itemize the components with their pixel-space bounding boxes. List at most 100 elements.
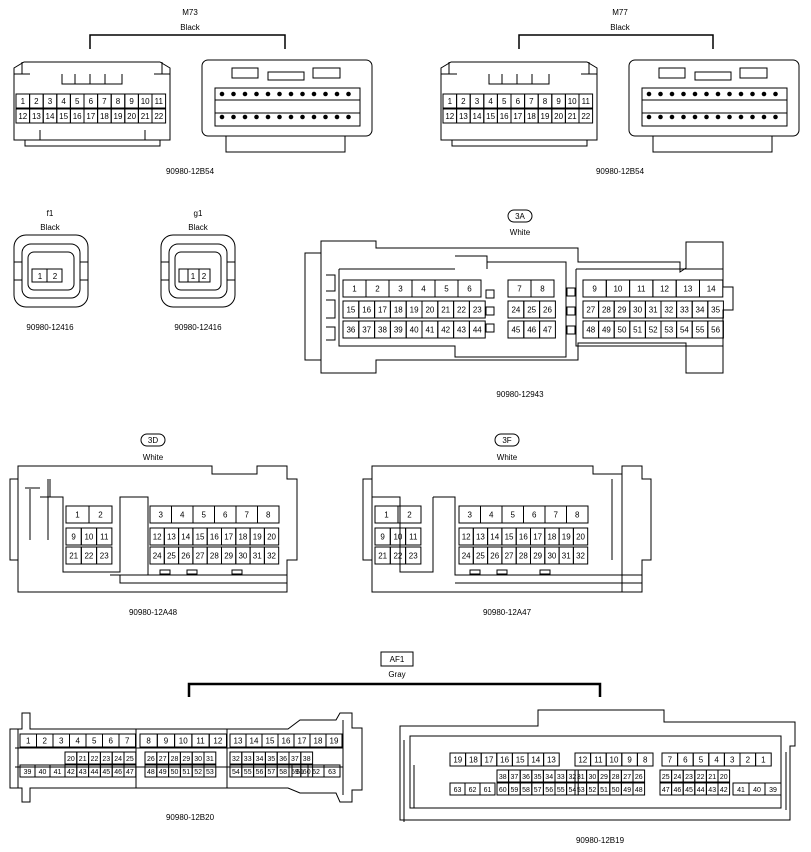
contact-dot (715, 114, 721, 120)
c3a-pin-cell (457, 279, 482, 298)
m73-pin: 9 (129, 97, 134, 106)
af1-left-pin: 36 (279, 756, 287, 763)
g1-code-label: g1 (194, 209, 203, 218)
c3a-pin: 16 (362, 306, 371, 315)
af1-left-part-number: 90980-12B20 (166, 813, 215, 822)
af1-left-pin: 43 (79, 769, 87, 776)
c3a-pin: 25 (527, 306, 536, 315)
contact-dot (346, 91, 351, 97)
af1-right-pin-cell (543, 752, 560, 767)
c3a-pin: 51 (633, 326, 642, 335)
af1-right-pin: 52 (589, 787, 597, 794)
c3a-pin: 27 (586, 306, 595, 315)
af1-left-pin: 53 (206, 769, 214, 776)
m77-pin: 10 (568, 97, 577, 106)
af1-right-pin: 43 (708, 787, 716, 794)
m77-color-label: Black (610, 23, 631, 32)
contact-dot (658, 91, 663, 97)
af1-right-pin: 8 (643, 756, 648, 765)
c3d-pin: 20 (267, 533, 276, 542)
c3a-pin: 23 (473, 306, 482, 315)
af1-right-pin: 42 (720, 787, 728, 794)
af1-left-pin: 12 (213, 737, 222, 746)
af1-code-label: AF1 (390, 655, 405, 664)
m73-pin-cell (151, 108, 167, 124)
c3a-pin: 12 (660, 285, 669, 294)
af1-left-pin: 29 (182, 756, 190, 763)
c3a-pin-cell (707, 300, 724, 319)
f1-pin: 1 (38, 272, 43, 281)
c3f-pin: 21 (378, 552, 387, 561)
af1-right-pin: 10 (610, 756, 619, 765)
af1-left-pin: 27 (159, 756, 167, 763)
c3a-pin: 1 (352, 285, 357, 294)
af1-right-pin: 49 (623, 787, 631, 794)
c3d-pin: 9 (71, 533, 76, 542)
contact-dot (265, 91, 271, 97)
c3f-pin: 24 (462, 552, 471, 561)
c3a-pin: 34 (696, 306, 705, 315)
c3d-code-label: 3D (148, 436, 158, 445)
af1-left-pin: 26 (147, 756, 155, 763)
c3a-pin: 52 (649, 326, 658, 335)
c3d-pin: 12 (153, 533, 162, 542)
af1-left-pin: 51 (182, 769, 190, 776)
c3d-pin: 3 (159, 511, 164, 520)
af1-left-pin: 34 (256, 756, 264, 763)
m73-pin: 14 (46, 112, 55, 121)
af1-right-pin: 24 (674, 774, 682, 781)
c3a-pin: 6 (467, 285, 472, 294)
contact-dot (288, 114, 294, 120)
c3f-pin-cell (572, 527, 589, 546)
m73-pin: 2 (34, 97, 39, 106)
c3a-pin-cell (707, 320, 724, 339)
af1-right-pin: 36 (522, 774, 530, 781)
m73-connector-back (201, 59, 373, 153)
contact-dot (704, 91, 709, 97)
af1-right-pin-cell (632, 769, 646, 783)
c3d-pin: 13 (167, 533, 176, 542)
m77-contact-dots (646, 91, 778, 120)
c3d-pin: 17 (224, 533, 233, 542)
af1-right-pin-cell (764, 782, 782, 796)
m77-pin: 4 (488, 97, 493, 106)
g1-color-label: Black (188, 223, 209, 232)
f1-pin: 2 (53, 272, 58, 281)
contact-dot (715, 91, 721, 97)
m73-pin: 8 (116, 97, 121, 106)
c3f-pin: 7 (554, 511, 559, 520)
m77-connector-front (440, 61, 598, 141)
m73-code-label: M73 (182, 8, 198, 17)
contact-dot (242, 91, 248, 97)
c3a-pin: 50 (618, 326, 627, 335)
m73-pin: 16 (73, 112, 82, 121)
af1-left-pin: 59 (291, 769, 299, 776)
c3f-pin: 20 (576, 533, 585, 542)
m73-pin: 4 (61, 97, 66, 106)
af1-left-pin-cell (118, 733, 136, 748)
m77-pin: 3 (475, 97, 480, 106)
c3f-pin: 5 (511, 511, 516, 520)
af1-bracket (187, 682, 602, 697)
af1-right-pin: 38 (499, 774, 507, 781)
c3f-pin: 11 (409, 533, 418, 542)
c3f-code-label: 3F (502, 436, 511, 445)
c3a-pin: 45 (511, 326, 520, 335)
c3a-pin-cell (468, 300, 486, 319)
c3f-pin: 31 (562, 552, 571, 561)
m77-pin: 7 (529, 97, 534, 106)
m73-pin: 17 (86, 112, 95, 121)
c3a-pin: 44 (473, 326, 482, 335)
af1-right-pin: 21 (708, 774, 716, 781)
c3f-pin: 23 (409, 552, 418, 561)
c3f-pin: 16 (519, 533, 528, 542)
contact-dot (277, 91, 282, 97)
af1-left-pin: 24 (114, 756, 122, 763)
contact-dot (254, 114, 259, 120)
c3d-pin: 19 (253, 533, 262, 542)
af1-right-pin-cell (479, 782, 496, 796)
af1-right-pin: 5 (699, 756, 704, 765)
af1-left-pin: 37 (291, 756, 299, 763)
c3a-pin: 26 (543, 306, 552, 315)
af1-left-pin: 46 (114, 769, 122, 776)
